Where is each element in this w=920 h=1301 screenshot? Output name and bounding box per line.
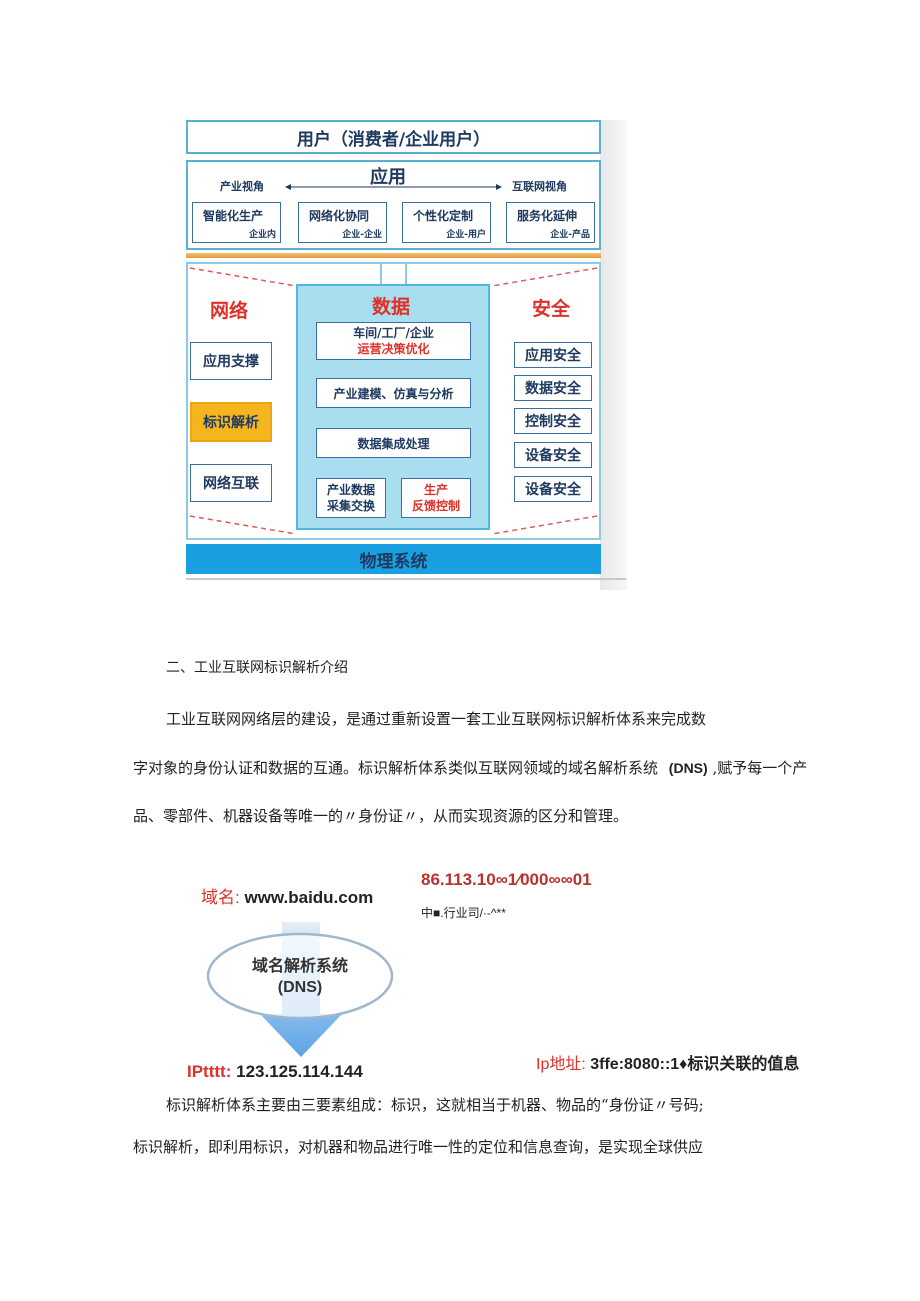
view-arrow-icon <box>285 184 502 190</box>
identifier-code: 86.113.10∞1⁄000∞∞01 <box>421 870 592 889</box>
security-item: 应用安全 <box>514 342 592 368</box>
app-card: 网络化协同 企业-企业 <box>298 202 387 243</box>
paragraph1-line3: 品、零部件、机器设备等唯一的〃身份证〃，从而实现资源的区分和管理。 <box>133 807 629 825</box>
ip-label: IPtttt: <box>187 1062 232 1081</box>
network-title: 网络 <box>210 300 249 322</box>
diagram-shadow <box>600 120 627 590</box>
dns-system-line2: (DNS) <box>277 979 323 996</box>
domain-line: 域名: www.baidu.com <box>201 883 373 908</box>
domain-label: 域名: <box>201 888 240 907</box>
ipv6-label: Ip地址: <box>536 1056 586 1073</box>
data-item-collect: 产业数据 采集交换 <box>316 478 386 518</box>
collect-line2: 采集交换 <box>326 499 375 513</box>
app-card: 智能化生产 企业内 <box>192 202 281 243</box>
iiot-architecture-diagram: 用户（消费者/企业用户） 应用 产业视角 互联网视角 智能化生产 企业内 网络化… <box>186 120 627 592</box>
application-box: 应用 产业视角 互联网视角 智能化生产 企业内 网络化协同 企业-企业 个性化定… <box>186 160 601 250</box>
dns-diagram-graphic <box>206 922 394 1057</box>
ip-line: IPtttt: 123.125.114.144 <box>187 1062 363 1082</box>
app-card-sub: 企业内 <box>248 230 276 240</box>
security-item: 设备安全 <box>514 442 592 468</box>
collect-line1: 产业数据 <box>326 483 375 497</box>
security-item-label: 数据安全 <box>525 381 581 397</box>
orange-divider <box>186 253 601 258</box>
network-item-label: 网络互联 <box>203 476 259 492</box>
internet-view-label: 互联网视角 <box>512 180 567 193</box>
dns-system-line1: 域名解析系统 <box>251 956 348 975</box>
ip-value: 123.125.114.144 <box>236 1062 363 1081</box>
integration-label: 数据集成处理 <box>357 436 430 451</box>
data-title: 数据 <box>372 296 411 318</box>
data-item-modeling: 产业建模、仿真与分析 <box>316 378 471 408</box>
network-item-identifier-resolution: 标识解析 <box>190 402 272 442</box>
paragraph2-line2: 标识解析，即利用标识，对机器和物品进行唯一性的定位和信息查询，是实现全球供应 <box>133 1138 704 1156</box>
security-item-label: 控制安全 <box>525 414 581 430</box>
modeling-label: 产业建模、仿真与分析 <box>333 386 454 401</box>
user-box-title: 用户（消费者/企业用户） <box>296 129 491 150</box>
security-item: 控制安全 <box>514 408 592 434</box>
dashed-guides <box>189 262 598 535</box>
app-card-sub: 企业-企业 <box>342 230 382 240</box>
app-card-sub: 企业-产品 <box>550 230 590 240</box>
security-item-label: 应用安全 <box>525 348 581 364</box>
domain-value: www.baidu.com <box>244 888 374 907</box>
network-item-app-support: 应用支撑 <box>190 342 272 380</box>
paragraph1-line2: 字对象的身份认证和数据的互通。标识解析体系类似互联网领域的域名解析系统 (DNS… <box>133 757 807 778</box>
security-title: 安全 <box>532 298 571 320</box>
decision-line1: 车间/工厂/企业 <box>353 326 434 340</box>
dns-abbr: (DNS) <box>668 760 708 776</box>
feedback-line2: 反馈控制 <box>411 499 460 513</box>
user-box: 用户（消费者/企业用户） <box>186 120 601 154</box>
feedback-line1: 生产 <box>423 483 448 497</box>
data-item-feedback: 生产 反馈控制 <box>401 478 471 518</box>
app-card: 个性化定制 企业-用户 <box>402 202 491 243</box>
dns-system-label: 域名解析系统 (DNS) <box>225 955 375 999</box>
app-card: 服务化延伸 企业-产品 <box>506 202 595 243</box>
network-item-interconnect: 网络互联 <box>190 464 272 502</box>
paragraph1-line2-c: ,赋予每一个产 <box>712 759 808 777</box>
security-item-label: 设备安全 <box>525 482 581 498</box>
network-item-label: 标识解析 <box>203 415 259 431</box>
data-item-decision: 车间/工厂/企业 运营决策优化 <box>316 322 471 360</box>
data-item-integration: 数据集成处理 <box>316 428 471 458</box>
ipv6-value: 3ffe:8080::1♦标识关联的值息 <box>590 1056 800 1073</box>
decision-line2: 运营决策优化 <box>357 342 430 356</box>
app-card-sub: 企业-用户 <box>446 230 486 240</box>
paragraph2-line1: 标识解析体系主要由三要素组成：标识，这就相当于机器、物品的“身份证〃号码; <box>166 1096 704 1114</box>
security-item: 数据安全 <box>514 375 592 401</box>
industry-view-label: 产业视角 <box>220 180 264 193</box>
section-heading: 二、工业互联网标识解析介绍 <box>166 660 348 676</box>
paragraph1-line2-a: 字对象的身份认证和数据的互通。标识解析体系类似互联网领域的域名解析系统 <box>133 759 659 777</box>
network-item-label: 应用支撑 <box>203 354 259 370</box>
app-card-name: 个性化定制 <box>413 209 474 223</box>
ipv6-line: Ip地址: 3ffe:8080::1♦标识关联的值息 <box>536 1050 799 1074</box>
dns-ellipse <box>206 932 394 1020</box>
app-card-name: 智能化生产 <box>203 209 264 223</box>
identifier-note: 中■.行业司/·-^** <box>421 906 506 920</box>
security-item: 设备安全 <box>514 476 592 502</box>
app-card-name: 网络化协同 <box>309 209 370 223</box>
physical-system-label: 物理系统 <box>359 551 428 572</box>
diagram-bottom-rule <box>186 578 626 580</box>
security-item-label: 设备安全 <box>525 448 581 464</box>
app-card-name: 服务化延伸 <box>517 209 578 223</box>
physical-system-bar: 物理系统 <box>186 544 601 574</box>
paragraph1-line1: 工业互联网网络层的建设，是通过重新设置一套工业互联网标识解析体系来完成数 <box>166 710 707 728</box>
application-title: 应用 <box>370 167 406 188</box>
